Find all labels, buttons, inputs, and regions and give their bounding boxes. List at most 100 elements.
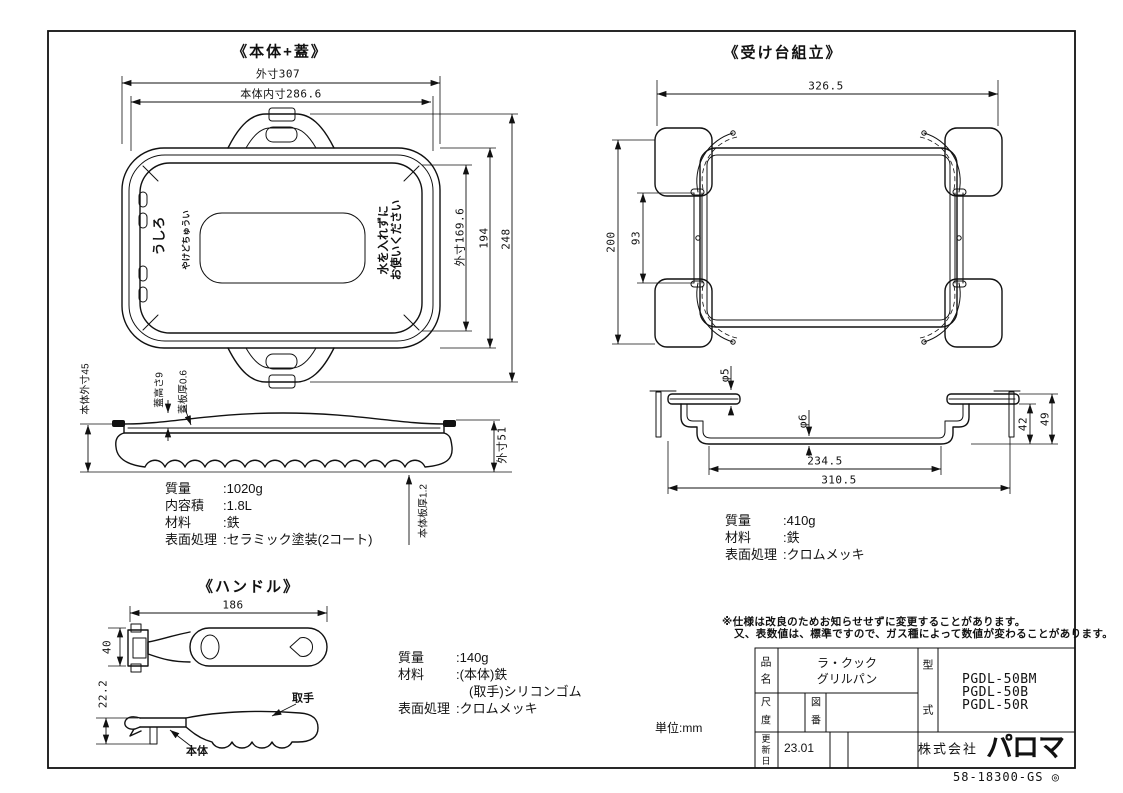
dim-handle-width: 40 <box>100 639 114 655</box>
handle-top-view <box>108 606 328 673</box>
dim-pan-window-height: 外寸169.6 <box>453 207 467 267</box>
document-mark-icon: ◎ <box>1051 770 1060 784</box>
spec-value: :1020g <box>223 481 263 496</box>
note-line2: 又、表数値は、標準ですので、ガス種によって数値が変わることがあります。 <box>734 628 1114 640</box>
pan-marking-no-water: 水を入れずに お使いください <box>378 200 404 281</box>
spec-value: :140g <box>456 650 489 665</box>
spec-label: 表面処理 <box>725 547 778 562</box>
dim-lid-thickness: 蓋板厚0.6 <box>178 370 190 414</box>
pan-marking-back: うしろ <box>151 216 167 256</box>
dim-handle-length: 186 <box>222 598 244 612</box>
spec-value: :410g <box>783 513 816 528</box>
spec-row: (取手)シリコンゴム <box>398 683 582 700</box>
spec-label: 材料 <box>725 530 752 545</box>
spec-value: :鉄 <box>223 515 240 530</box>
field-date-char3: 日 <box>761 755 771 766</box>
spec-value: :鉄 <box>783 530 800 545</box>
pan-specs: 質量 :1020g 内容積 :1.8L 材料 :鉄 表面処理 :セラミック塗装(2コート… <box>165 480 373 548</box>
field-item-char1: 品 <box>760 656 772 669</box>
spec-row: 内容積 :1.8L <box>165 497 373 514</box>
dim-stand-wire5: φ5 <box>718 367 732 383</box>
dim-pan-body-thickness: 本体板厚1.2 <box>418 484 430 538</box>
spec-row: 質量 :410g <box>725 512 865 529</box>
spec-label: 表面処理 <box>165 532 218 547</box>
field-fig-char1: 図 <box>811 697 821 709</box>
revision-date: 23.01 <box>783 741 815 756</box>
model-number-1: PGDL-50BM <box>962 672 1037 687</box>
stand-specs: 質量 :410g 材料 :鉄 表面処理 :クロムメッキ <box>725 512 865 563</box>
spec-label: 質量 <box>398 650 425 665</box>
stand-side-view <box>649 366 1058 494</box>
label-handle-grip: 取手 <box>292 692 314 705</box>
spec-value: (取手)シリコンゴム <box>456 684 582 699</box>
model-number-2: PGDL-50B <box>962 685 1029 700</box>
dim-pan-side-height: 外寸51 <box>495 426 509 464</box>
dim-stand-width: 326.5 <box>808 79 844 93</box>
field-scale-char2: 度 <box>761 715 771 727</box>
title-block-grid <box>754 647 1076 769</box>
spec-value: :(本体)鉄 <box>456 667 508 682</box>
spec-value: :クロムメッキ <box>456 701 538 716</box>
spec-label: 質量 <box>725 513 752 528</box>
section-title-handle: 《ハンドル》 <box>197 578 301 596</box>
document-number: 58-18300-GS ◎ <box>953 770 1060 784</box>
company-logo: パロマ <box>986 732 1065 763</box>
spec-value: :セラミック塗装(2コート) <box>223 532 373 547</box>
spec-row: 表面処理 :クロムメッキ <box>398 700 582 717</box>
spec-row: 材料 :(本体)鉄 <box>398 666 582 683</box>
company-prefix: 株式会社 <box>917 741 979 757</box>
dim-pan-rim-height: 194 <box>477 227 491 249</box>
model-number-3: PGDL-50R <box>962 698 1029 713</box>
field-scale-char1: 尺 <box>761 697 771 709</box>
spec-row: 材料 :鉄 <box>165 514 373 531</box>
product-name-line1: ラ・クック <box>816 656 878 671</box>
spec-label: 材料 <box>165 515 192 530</box>
dim-handle-height: 22.2 <box>96 679 110 709</box>
spec-row: 材料 :鉄 <box>725 529 865 546</box>
spec-row: 表面処理 :セラミック塗装(2コート) <box>165 531 373 548</box>
spec-label: 内容積 <box>165 498 205 513</box>
field-fig-char2: 番 <box>811 715 821 727</box>
field-date-char2: 新 <box>761 744 771 755</box>
pan-top-view <box>121 76 518 389</box>
document-number-text: 58-18300-GS <box>953 770 1044 784</box>
unit-label: 単位:mm <box>655 721 703 735</box>
spec-row: 質量 :1020g <box>165 480 373 497</box>
dim-stand-h1: 42 <box>1016 416 1030 432</box>
section-title-body-lid: 《本体+蓋》 <box>232 43 328 61</box>
spec-label: 材料 <box>398 667 425 682</box>
note-line1: ※仕様は改良のためお知らせせずに変更することがあります。 <box>722 616 1026 628</box>
dim-stand-h2: 49 <box>1038 411 1052 427</box>
pan-marking-caution: やけどちゅうい <box>181 210 192 270</box>
spec-row: 質量 :140g <box>398 649 582 666</box>
label-handle-body: 本体 <box>186 745 208 758</box>
spec-row: 表面処理 :クロムメッキ <box>725 546 865 563</box>
handle-specs: 質量 :140g 材料 :(本体)鉄 (取手)シリコンゴム 表面処理 :クロムメッキ <box>398 649 582 717</box>
dim-stand-inner: 93 <box>629 230 643 246</box>
dim-lid-height: 蓋高さ9 <box>154 372 166 408</box>
handle-side-view <box>96 703 319 749</box>
spec-value: :1.8L <box>223 498 252 513</box>
dim-pan-total-height: 248 <box>499 228 513 250</box>
dim-stand-span-inner: 234.5 <box>807 454 843 468</box>
stand-top-view <box>612 80 1003 348</box>
pan-marking-no-water-line2: お使いください <box>391 199 403 281</box>
dim-pan-body-height: 本体外寸45 <box>80 363 92 415</box>
pan-side-view <box>80 400 512 545</box>
spec-label: 表面処理 <box>398 701 451 716</box>
spec-value: :クロムメッキ <box>783 547 865 562</box>
field-date-char1: 更 <box>761 733 771 744</box>
dim-stand-depth: 200 <box>604 231 618 253</box>
spec-label: 質量 <box>165 481 192 496</box>
sheet-border <box>47 30 1076 769</box>
product-name-line2: グリルパン <box>816 672 878 687</box>
field-model-char1: 型 <box>922 659 934 672</box>
section-title-stand: 《受け台組立》 <box>723 44 843 62</box>
dim-pan-outer-width: 外寸307 <box>255 67 301 81</box>
dim-pan-inner-width: 本体内寸286.6 <box>240 87 322 101</box>
pan-marking-no-water-line1: 水を入れずに <box>377 205 390 275</box>
spec-label <box>398 683 456 700</box>
field-item-char2: 名 <box>760 673 772 686</box>
